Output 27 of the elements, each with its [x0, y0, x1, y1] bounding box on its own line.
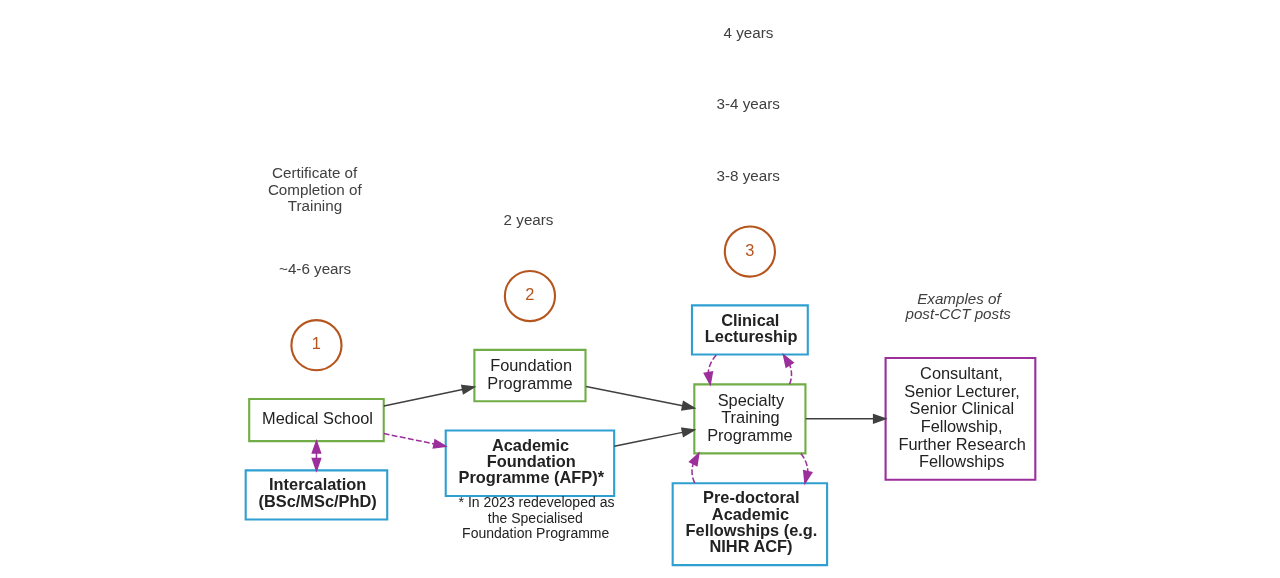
arrow [702, 354, 717, 387]
label: Certificate of Completion of Training [267, 164, 362, 215]
node-box: Pre-doctoral Academic Fellowships (e.g. NIHR ACF) [671, 482, 828, 567]
node-box: Medical School [247, 397, 385, 443]
label: 3-8 years [716, 166, 780, 184]
arrow [687, 451, 700, 484]
arrow [804, 413, 888, 425]
label: 4 years [723, 23, 773, 41]
arrow [382, 432, 448, 449]
node-box: Specialty Training Programme [692, 383, 806, 455]
arrow [781, 352, 794, 385]
node-box: Consultant, Senior Lecturer, Senior Clinical Fellowship, Further Research Fellowships [884, 356, 1036, 481]
arrow [799, 452, 813, 486]
arrow [310, 438, 322, 473]
node-circle: 1 [289, 319, 343, 372]
label: ~4-6 years [278, 260, 351, 278]
arrow [584, 385, 696, 411]
label: 3-4 years [716, 95, 780, 113]
node-box: Foundation Programme [472, 348, 587, 403]
node-box: Intercalation (BSc/MSc/PhD) [244, 469, 388, 521]
arrow [382, 384, 476, 407]
label: Examples of post-CCT posts [904, 289, 1011, 322]
arrow [613, 427, 696, 448]
node-circle: 2 [503, 269, 556, 323]
node-circle: 3 [723, 225, 776, 278]
node-box: Clinical Lectureship [690, 304, 809, 356]
label: 2 years [503, 211, 553, 229]
